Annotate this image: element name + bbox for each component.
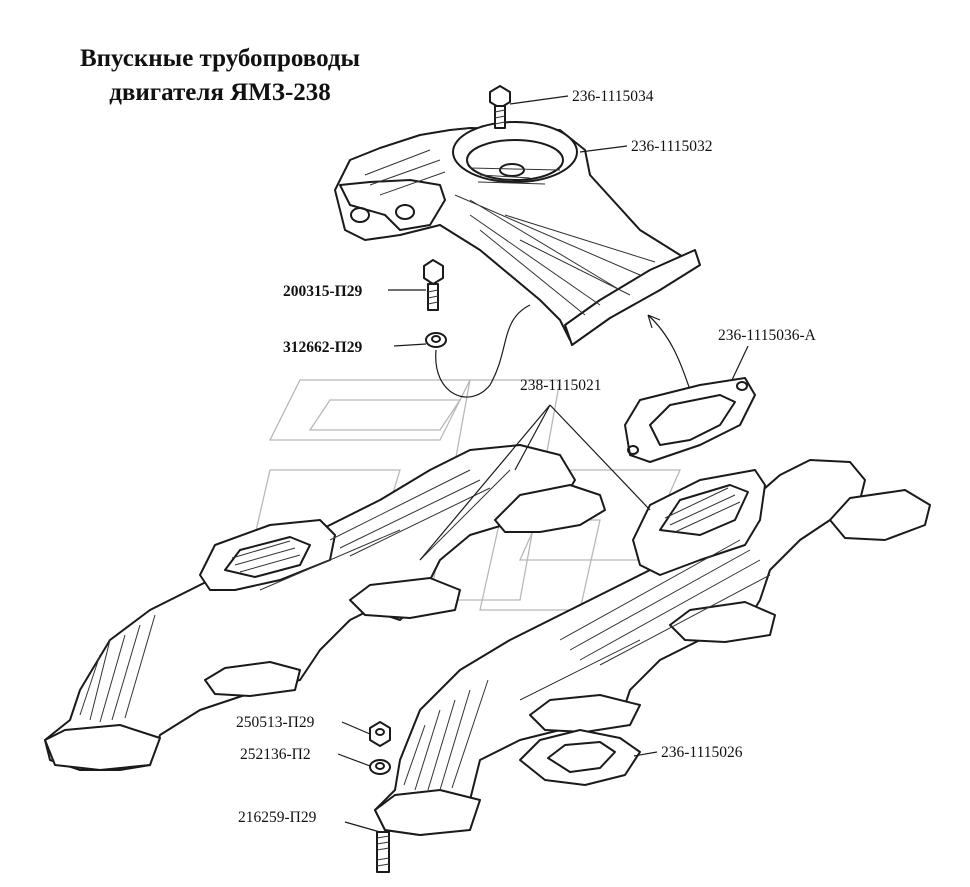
stud xyxy=(376,831,390,873)
gasket-small xyxy=(519,729,641,786)
label-gasket-large: 236-1115036-А xyxy=(718,327,817,344)
label-elbow: 236-1115032 xyxy=(631,138,713,155)
label-washer: 312662-П29 xyxy=(283,339,362,356)
title-line-1: Впускные трубопроводы xyxy=(79,45,361,72)
assembly-arrow xyxy=(647,314,691,391)
manifold-right xyxy=(374,459,931,836)
title-line-2: двигателя ЯМЗ-238 xyxy=(109,79,331,106)
bolt-top xyxy=(489,85,511,129)
nut xyxy=(369,721,391,747)
label-gasket-small: 236-1115026 xyxy=(661,744,743,761)
label-nut: 250513-П29 xyxy=(236,714,315,731)
leader-lines xyxy=(337,95,749,833)
bolt xyxy=(423,259,444,311)
label-spring-washer: 252136-П2 xyxy=(240,746,311,763)
label-stud: 216259-П29 xyxy=(238,809,317,826)
gasket-large xyxy=(624,377,756,463)
washer xyxy=(425,332,447,348)
assembly-line xyxy=(435,304,531,398)
manifold-left xyxy=(44,444,606,771)
label-bolt-top: 236-1115034 xyxy=(572,88,654,105)
intake-elbow xyxy=(334,121,701,346)
spring-washer xyxy=(369,759,391,775)
label-bolt: 200315-П29 xyxy=(283,283,362,300)
diagram-title: Впускные трубопроводы двигателя ЯМЗ-238 xyxy=(0,42,440,110)
label-manifold: 238-1115021 xyxy=(520,377,602,394)
